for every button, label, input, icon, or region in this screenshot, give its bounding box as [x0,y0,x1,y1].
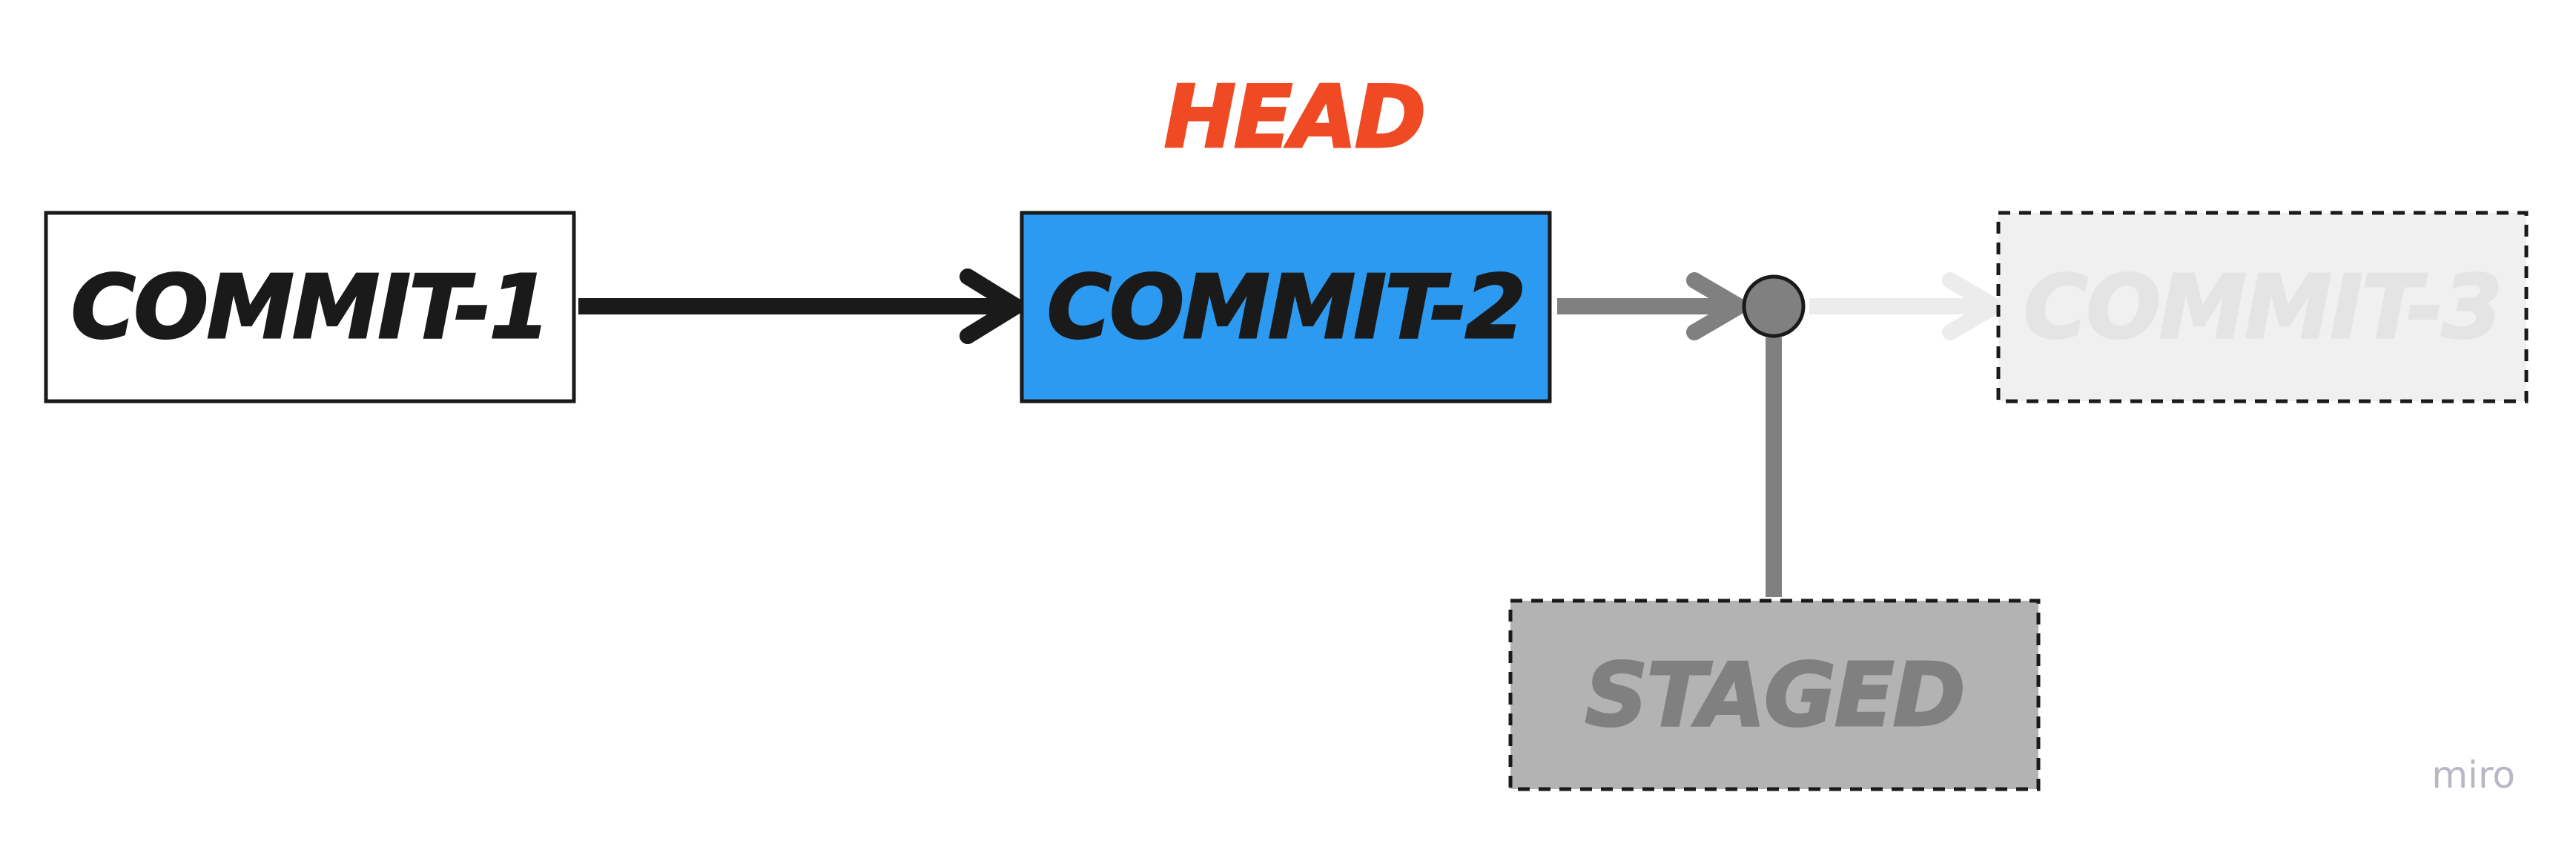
miro-watermark: miro [2431,754,2515,797]
commit-1-label: COMMIT-1 [71,256,549,358]
node-commit-1[interactable]: COMMIT-1 [44,211,576,403]
node-commit-2[interactable]: COMMIT-2 [1020,211,1552,403]
node-commit-3[interactable]: COMMIT-3 [1996,211,2529,403]
edge-junction-commit3 [1809,272,2003,340]
edge-commit2-junction [1557,272,1747,340]
staged-label: STAGED [1585,644,1964,746]
junction-node [1742,274,1806,338]
head-label: HEAD [1164,67,1424,168]
commit-2-label: COMMIT-2 [1047,256,1525,358]
edge-commit1-commit2 [578,268,1024,344]
node-staged[interactable]: STAGED [1508,599,2041,791]
commit-3-label: COMMIT-3 [2024,256,2501,358]
